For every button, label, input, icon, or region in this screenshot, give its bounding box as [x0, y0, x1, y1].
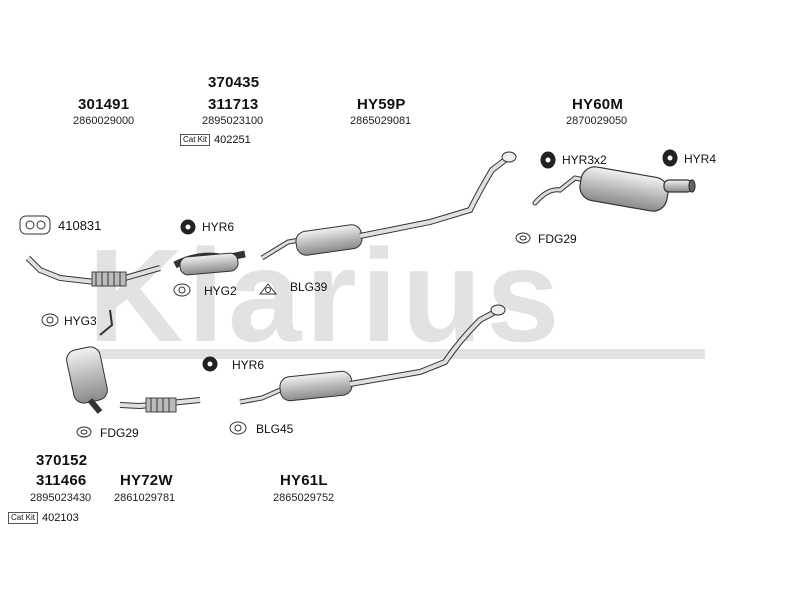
oem-311466: 2895023430: [30, 492, 92, 504]
catalyst-311466: [66, 309, 114, 414]
oem-301491: 2860029000: [73, 115, 135, 127]
front-pipe-301491: [25, 255, 161, 287]
part-no-370152: 370152: [36, 452, 88, 469]
centre-silencer-hy61l: [239, 304, 506, 405]
part-no-311466: 311466: [36, 472, 87, 489]
tag-fdg29-top: FDG29: [538, 232, 577, 246]
gasket-blg39: [258, 283, 278, 295]
watermark-bar: [90, 349, 705, 359]
tag-410831: 410831: [58, 218, 102, 233]
part-no-hy72w: HY72W: [120, 472, 173, 489]
tag-hyg2: HYG2: [204, 284, 237, 298]
cat-kit-badge: Cat Kit: [180, 134, 211, 147]
oem-hy61l: 2865029752: [273, 492, 335, 504]
gasket-hyg2: [173, 283, 191, 297]
oem-hy59p: 2865029081: [350, 115, 412, 127]
oem-hy72w: 2861029781: [114, 492, 176, 504]
tag-hyr3x2: HYR3x2: [562, 153, 607, 167]
tag-hyg3: HYG3: [64, 314, 97, 328]
gasket-blg45: [229, 421, 247, 435]
rubber-hanger-hyr6-top: [180, 219, 196, 235]
part-no-311713: 311713: [208, 96, 259, 113]
part-no-301491: 301491: [78, 96, 130, 113]
kit-number: 402251: [214, 134, 251, 146]
tag-fdg29-bottom: FDG29: [100, 426, 139, 440]
oem-hy60m: 2870029050: [566, 115, 628, 127]
cat-kit-badge: Cat Kit: [8, 512, 39, 525]
centre-silencer-hy59p: [260, 151, 517, 261]
rubber-hanger-hyr4: [662, 149, 678, 167]
kit-number: 402103: [42, 512, 79, 524]
part-no-hy59p: HY59P: [357, 96, 406, 113]
manifold-gasket-410831: [19, 215, 51, 235]
intermediate-pipe-hy72w: [119, 397, 201, 413]
tag-hyr4: HYR4: [684, 152, 717, 166]
oem-311713: 2895023100: [202, 115, 264, 127]
part-no-hy60m: HY60M: [572, 96, 624, 113]
rubber-hanger-hyr6-bottom: [202, 356, 218, 372]
tag-blg39: BLG39: [290, 280, 328, 294]
gasket-hyg3: [41, 313, 59, 327]
part-no-hy61l: HY61L: [280, 472, 328, 489]
gasket-fdg29-top: [515, 232, 531, 244]
tag-hyr6-bottom: HYR6: [232, 358, 265, 372]
rubber-hanger-hyr3x2: [540, 151, 556, 169]
catalyst-311713: [173, 250, 246, 276]
part-no-370435: 370435: [208, 74, 260, 91]
rear-silencer-hy60m: [532, 166, 696, 212]
gasket-fdg29-bottom: [76, 426, 92, 438]
tag-blg45: BLG45: [256, 422, 294, 436]
tag-hyr6-top: HYR6: [202, 220, 235, 234]
